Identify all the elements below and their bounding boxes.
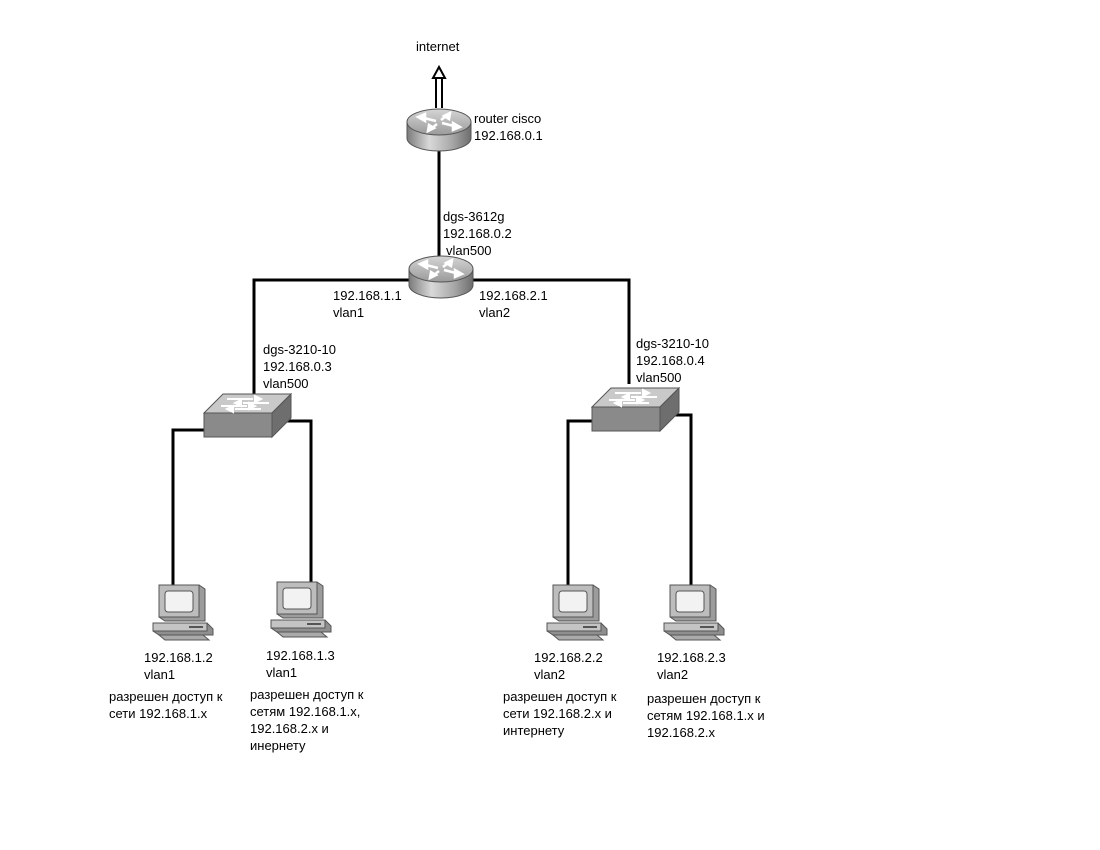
pc-icon-1	[152, 584, 214, 641]
host2-note-line: инернету	[250, 738, 306, 753]
host1-label: 192.168.1.2 vlan1	[144, 649, 213, 683]
core-right-port-label: 192.168.2.1 vlan2	[479, 287, 548, 321]
core-switch-icon	[408, 255, 474, 299]
internet-text: internet	[416, 39, 460, 54]
host1-vlan: vlan1	[144, 667, 176, 682]
host1-ip: 192.168.1.2	[144, 650, 213, 665]
left-switch-ip: 192.168.0.3	[263, 359, 332, 374]
host2-vlan: vlan1	[266, 665, 298, 680]
router-label: router cisco 192.168.0.1	[474, 110, 543, 144]
host4-note-line: разрешен доступ к	[647, 691, 761, 706]
host2-ip: 192.168.1.3	[266, 648, 335, 663]
host4-note: разрешен доступ к сетям 192.168.1.х и 19…	[647, 690, 765, 741]
core-switch-label: dgs-3612g 192.168.0.2 vlan500	[443, 208, 512, 259]
link-left-switch-host2	[272, 419, 313, 582]
link-right-switch-host3	[566, 419, 593, 585]
left-switch-name: dgs-3210-10	[263, 342, 336, 357]
pc-icon-3	[546, 584, 608, 641]
host4-ip: 192.168.2.3	[657, 650, 726, 665]
host3-vlan: vlan2	[534, 667, 566, 682]
host2-note-line: 192.168.2.х и	[250, 721, 329, 736]
left-switch-label: dgs-3210-10 192.168.0.3 vlan500	[263, 341, 336, 392]
router-icon	[406, 108, 472, 152]
host2-note-line: сетям 192.168.1.х,	[250, 704, 361, 719]
right-switch-label: dgs-3210-10 192.168.0.4 vlan500	[636, 335, 709, 386]
host1-note-line: сети 192.168.1.х	[109, 706, 208, 721]
host3-note: разрешен доступ к сети 192.168.2.х и инт…	[503, 688, 616, 739]
host3-label: 192.168.2.2 vlan2	[534, 649, 603, 683]
host4-note-line: 192.168.2.х	[647, 725, 715, 740]
core-switch-vlan: vlan500	[446, 243, 492, 258]
link-right-switch-host4	[660, 413, 693, 585]
host1-note-line: разрешен доступ к	[109, 689, 223, 704]
host3-note-line: разрешен доступ к	[503, 689, 617, 704]
core-right-port-vlan: vlan2	[479, 305, 511, 320]
link-core-right-switch	[470, 278, 631, 384]
core-switch-ip: 192.168.0.2	[443, 226, 512, 241]
switch-icon-left	[203, 393, 293, 439]
host3-ip: 192.168.2.2	[534, 650, 603, 665]
right-switch-name: dgs-3210-10	[636, 336, 709, 351]
core-right-port-ip: 192.168.2.1	[479, 288, 548, 303]
router-name: router cisco	[474, 111, 542, 126]
router-ip: 192.168.0.1	[474, 128, 543, 143]
switch-icon-right	[591, 387, 681, 433]
internet-label: internet	[416, 38, 459, 55]
link-left-switch-host1	[171, 428, 205, 585]
right-switch-ip: 192.168.0.4	[636, 353, 705, 368]
host4-vlan: vlan2	[657, 667, 689, 682]
pc-icon-4	[663, 584, 725, 641]
host2-note: разрешен доступ к сетям 192.168.1.х, 192…	[250, 686, 363, 754]
internet-arrow-icon	[431, 64, 447, 108]
host3-note-line: интернету	[503, 723, 565, 738]
host2-label: 192.168.1.3 vlan1	[266, 647, 335, 681]
link-core-left-switch	[252, 278, 412, 398]
right-switch-vlan: vlan500	[636, 370, 682, 385]
core-switch-name: dgs-3612g	[443, 209, 505, 224]
host4-label: 192.168.2.3 vlan2	[657, 649, 726, 683]
host2-note-line: разрешен доступ к	[250, 687, 364, 702]
host4-note-line: сетям 192.168.1.х и	[647, 708, 765, 723]
core-left-port-label: 192.168.1.1 vlan1	[333, 287, 402, 321]
host3-note-line: сети 192.168.2.х и	[503, 706, 612, 721]
host1-note: разрешен доступ к сети 192.168.1.х	[109, 688, 222, 722]
core-left-port-ip: 192.168.1.1	[333, 288, 402, 303]
core-left-port-vlan: vlan1	[333, 305, 365, 320]
pc-icon-2	[270, 581, 332, 638]
left-switch-vlan: vlan500	[263, 376, 309, 391]
